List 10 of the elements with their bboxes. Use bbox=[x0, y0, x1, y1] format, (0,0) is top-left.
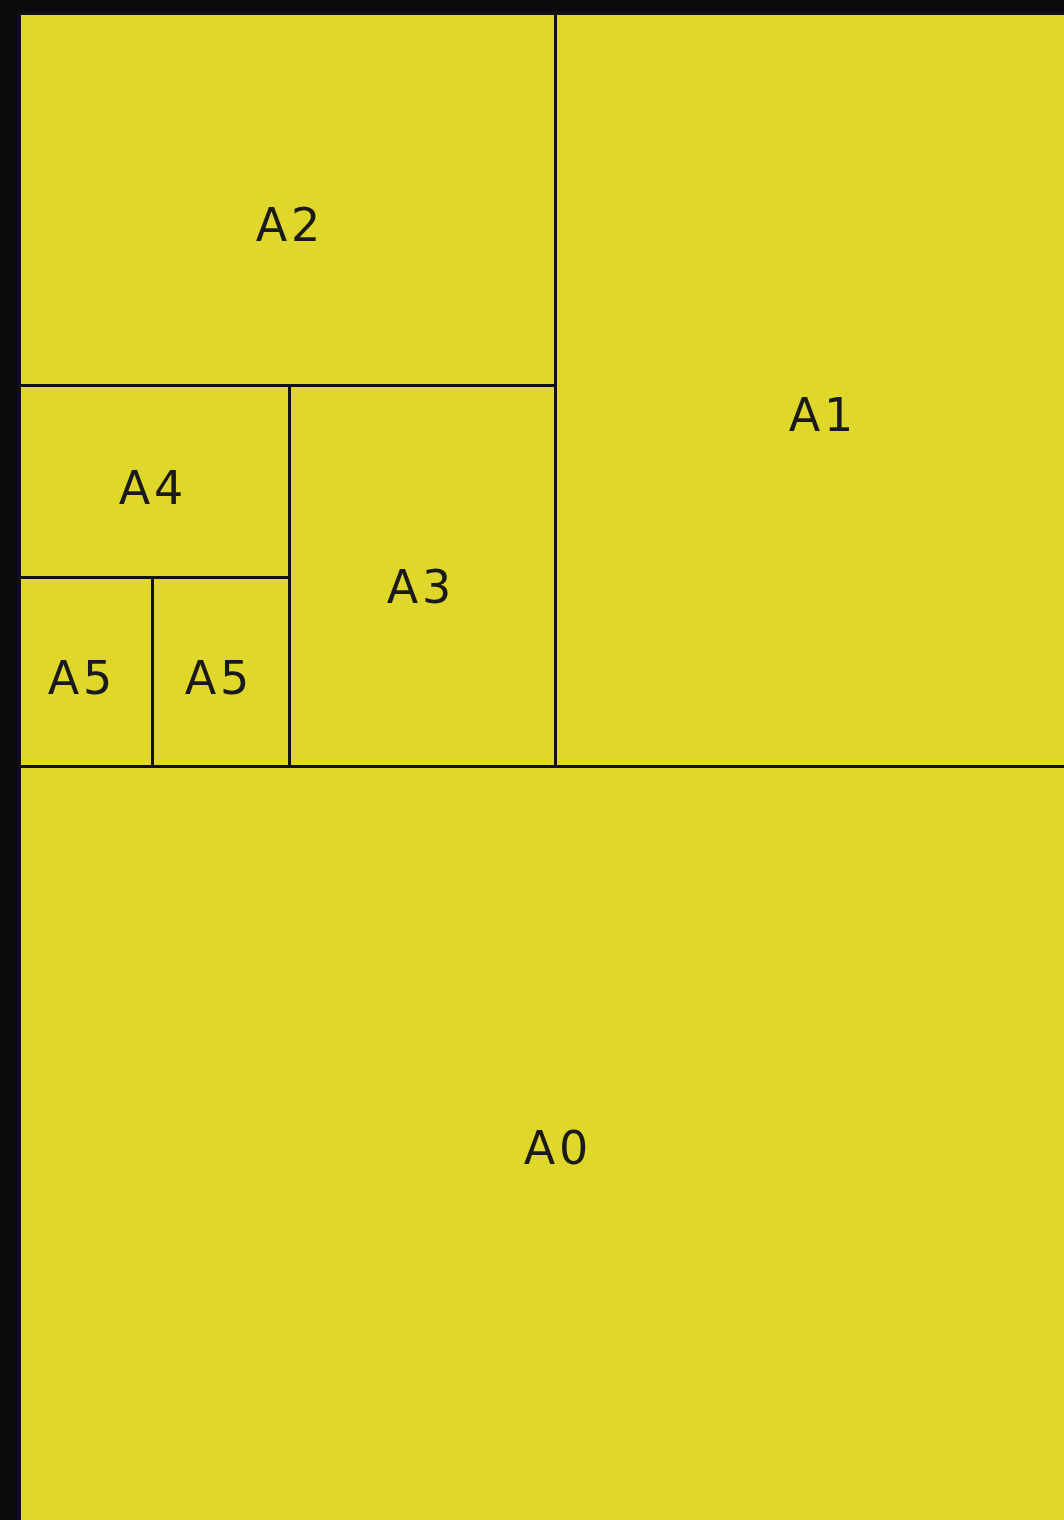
size-label: A4 bbox=[118, 461, 188, 515]
size-label: A3 bbox=[386, 560, 456, 614]
paper-size-rect bbox=[18, 384, 291, 579]
size-label: A2 bbox=[255, 198, 325, 252]
paper-size-rect bbox=[18, 12, 557, 387]
paper-size-rect bbox=[18, 765, 1064, 1520]
size-label: A0 bbox=[523, 1121, 593, 1175]
size-label: A5 bbox=[184, 651, 254, 705]
size-label: A5 bbox=[47, 651, 117, 705]
size-label: A1 bbox=[788, 388, 858, 442]
